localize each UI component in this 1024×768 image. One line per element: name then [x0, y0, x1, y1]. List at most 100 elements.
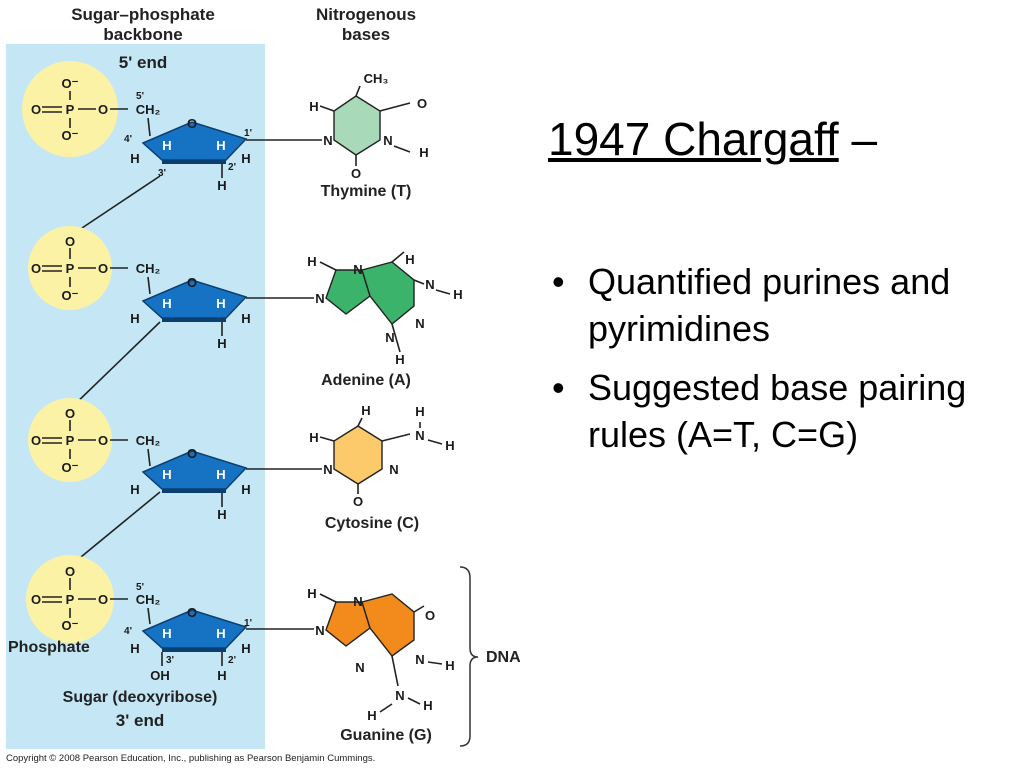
slide-title-suffix: – — [838, 113, 878, 165]
svg-text:N: N — [323, 133, 332, 148]
svg-text:O: O — [98, 433, 108, 448]
svg-text:O⁻: O⁻ — [62, 128, 79, 143]
svg-text:N: N — [353, 594, 362, 609]
adenine-label: Adenine (A) — [321, 372, 411, 389]
svg-text:H: H — [216, 296, 225, 311]
svg-text:N: N — [315, 291, 324, 306]
sugar-label: Sugar (deoxyribose) — [63, 689, 218, 706]
svg-text:CH₃: CH₃ — [364, 71, 389, 86]
svg-text:O: O — [98, 102, 108, 117]
svg-text:H: H — [423, 698, 432, 713]
svg-text:H: H — [307, 254, 316, 269]
phosphate-circle — [28, 226, 112, 310]
svg-text:H: H — [216, 467, 225, 482]
svg-text:4': 4' — [124, 626, 132, 637]
svg-text:O: O — [65, 234, 75, 249]
svg-text:H: H — [217, 336, 226, 351]
bullet-item: Quantified purines and pyrimidines — [548, 258, 1018, 352]
thymine-ring — [333, 95, 381, 156]
copyright-text: Copyright © 2008 Pearson Education, Inc.… — [6, 753, 375, 764]
svg-text:O⁻: O⁻ — [62, 76, 79, 91]
deoxyribose-sugar — [141, 609, 248, 649]
svg-text:O: O — [98, 261, 108, 276]
nucleotide-adenine: O O P O O⁻ CH₂ O H H H H H N N N N H H N… — [28, 226, 463, 389]
bullet-list: Quantified purines and pyrimidines Sugge… — [548, 258, 1018, 470]
svg-text:N: N — [323, 462, 332, 477]
svg-text:H: H — [453, 287, 462, 302]
guanine-ring — [361, 593, 415, 657]
svg-text:H: H — [162, 626, 171, 641]
svg-text:H: H — [445, 658, 454, 673]
svg-text:O: O — [31, 592, 41, 607]
svg-text:H: H — [445, 438, 454, 453]
svg-text:H: H — [307, 586, 316, 601]
svg-text:N: N — [425, 277, 434, 292]
backbone-header-line2: backbone — [103, 25, 182, 44]
svg-text:H: H — [162, 138, 171, 153]
deoxyribose-sugar — [141, 121, 248, 161]
svg-text:P: P — [66, 433, 75, 448]
svg-text:N: N — [389, 462, 398, 477]
phosphate-circle — [26, 555, 114, 643]
bases-header-line1: Nitrogenous — [316, 5, 416, 24]
dna-nucleotide-label: DNA nucleotide — [486, 649, 520, 666]
svg-text:O: O — [187, 605, 197, 620]
svg-text:P: P — [66, 261, 75, 276]
backbone-header-line1: Sugar–phosphate — [71, 5, 215, 24]
adenine-ring — [361, 261, 415, 325]
svg-text:O: O — [425, 608, 435, 623]
nucleotide-guanine: O O P O O⁻ CH₂ 5' O H H 4' 1' 3' 2' H H … — [26, 555, 455, 744]
svg-text:2': 2' — [228, 655, 236, 666]
svg-text:H: H — [162, 467, 171, 482]
svg-text:H: H — [130, 151, 139, 166]
svg-text:O: O — [65, 564, 75, 579]
guanine-label: Guanine (G) — [340, 727, 432, 744]
svg-text:O: O — [31, 261, 41, 276]
svg-text:O: O — [98, 592, 108, 607]
svg-text:H: H — [217, 507, 226, 522]
svg-text:4': 4' — [124, 134, 132, 145]
slide-title-main: 1947 Chargaff — [548, 113, 839, 165]
svg-text:H: H — [130, 311, 139, 326]
svg-text:N: N — [385, 330, 394, 345]
svg-text:H: H — [415, 404, 424, 419]
svg-text:H: H — [241, 151, 250, 166]
svg-text:N: N — [415, 316, 424, 331]
three-prime-end-label: 3' end — [116, 711, 164, 730]
svg-text:H: H — [367, 708, 376, 723]
svg-text:H: H — [216, 626, 225, 641]
five-prime-end-label: 5' end — [119, 53, 167, 72]
svg-text:N: N — [383, 133, 392, 148]
svg-text:N: N — [415, 428, 424, 443]
phosphate-circle — [22, 61, 118, 157]
svg-text:H: H — [130, 482, 139, 497]
cytosine-label: Cytosine (C) — [325, 515, 419, 532]
slide-title: 1947 Chargaff – — [548, 112, 877, 166]
deoxyribose-sugar — [141, 450, 248, 490]
svg-text:H: H — [241, 641, 250, 656]
svg-text:H: H — [130, 641, 139, 656]
svg-text:5': 5' — [136, 91, 144, 102]
svg-text:O⁻: O⁻ — [62, 288, 79, 303]
svg-text:N: N — [315, 623, 324, 638]
svg-text:P: P — [66, 102, 75, 117]
svg-text:OH: OH — [150, 668, 170, 683]
svg-text:O⁻: O⁻ — [62, 460, 79, 475]
svg-text:H: H — [309, 430, 318, 445]
svg-text:N: N — [353, 262, 362, 277]
nucleotide-thymine: O⁻ O P O O⁻ CH₂ 5' O H H 4' 1' 3' 2' H H… — [22, 61, 429, 200]
svg-text:O: O — [187, 116, 197, 131]
svg-text:O⁻: O⁻ — [62, 618, 79, 633]
bullet-item: Suggested base pairing rules (A=T, C=G) — [548, 364, 1018, 458]
svg-text:CH₂: CH₂ — [136, 261, 161, 276]
svg-text:CH₂: CH₂ — [136, 102, 161, 117]
svg-text:O: O — [351, 166, 361, 181]
svg-text:1': 1' — [244, 128, 252, 139]
nucleotide-bracket — [459, 566, 479, 747]
svg-text:3': 3' — [166, 655, 174, 666]
svg-text:CH₂: CH₂ — [136, 433, 161, 448]
svg-text:H: H — [395, 352, 404, 367]
phosphate-label: Phosphate — [8, 639, 90, 656]
svg-text:H: H — [217, 668, 226, 683]
svg-text:3': 3' — [158, 168, 166, 179]
